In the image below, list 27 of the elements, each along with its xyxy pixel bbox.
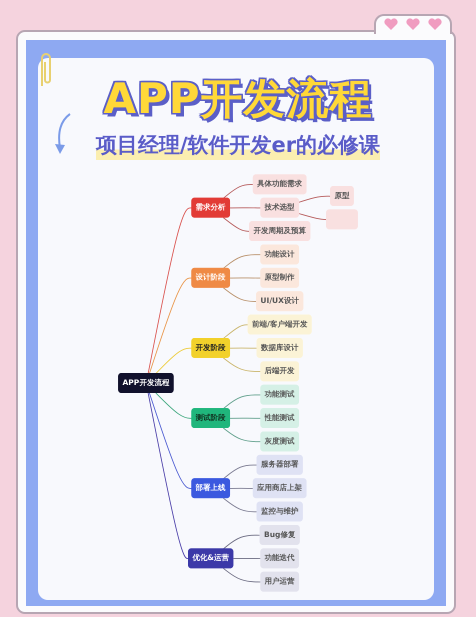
- title: APP开发流程: [103, 74, 373, 124]
- connector: [222, 324, 249, 339]
- connector: [148, 207, 192, 374]
- connector: [148, 392, 190, 560]
- connector: [230, 418, 262, 419]
- connector: [298, 213, 328, 220]
- connector: [230, 207, 262, 208]
- connector: [222, 428, 262, 442]
- connector: [155, 392, 192, 419]
- connector: [155, 348, 192, 374]
- connector: [298, 196, 332, 203]
- connector: [222, 217, 250, 232]
- connector: [222, 394, 262, 410]
- connector: [232, 558, 262, 560]
- connector: [230, 277, 262, 279]
- connector: [222, 357, 262, 372]
- connector: [148, 278, 192, 374]
- connector: [230, 348, 258, 349]
- connector: [230, 488, 254, 489]
- connector: [222, 498, 258, 512]
- connector: [222, 464, 258, 480]
- connector: [222, 534, 261, 550]
- connector: [222, 184, 254, 199]
- connector: [222, 254, 262, 269]
- connector: [222, 568, 262, 582]
- connector: [148, 392, 192, 489]
- connector: [222, 287, 258, 302]
